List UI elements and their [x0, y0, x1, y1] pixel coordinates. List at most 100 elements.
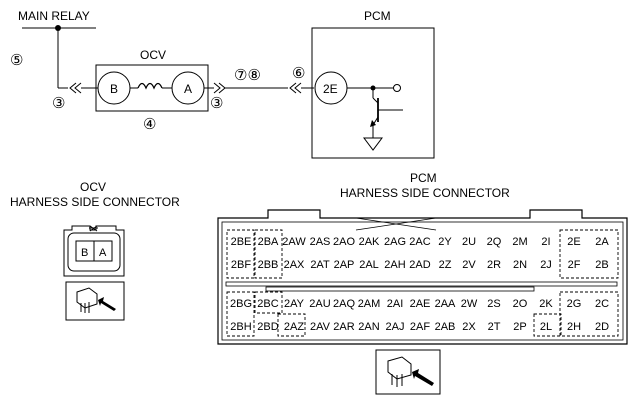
callout-7-8: ⑦⑧	[234, 67, 261, 84]
pin-label: 2X	[462, 321, 476, 333]
pin-label: 2AP	[334, 259, 355, 271]
pin-label: 2BA	[258, 236, 279, 248]
pcm-connector-title-1: PCM	[410, 171, 437, 185]
highlight-2e-2b	[559, 229, 619, 279]
pin-label: 2AM	[358, 298, 381, 310]
pin-label: 2E	[567, 236, 580, 248]
pcm-open-terminal	[393, 84, 401, 92]
pin-label: 2F	[568, 259, 581, 271]
highlight-2l	[533, 313, 562, 337]
highlight-2az	[277, 313, 306, 337]
highlight-2bg-2bh	[226, 291, 255, 337]
pin-label: 2M	[512, 236, 527, 248]
pin-label: 2AV	[310, 321, 331, 333]
connector-chevron-left-icon	[69, 82, 82, 94]
highlight-2be-2bf	[226, 229, 255, 279]
pin-label: 2AO	[333, 236, 355, 248]
ocv-connector-body	[63, 225, 125, 277]
pin-label: 2AJ	[386, 321, 405, 333]
pin-label: 2Y	[438, 236, 452, 248]
pin-label: 2AC	[409, 236, 430, 248]
ocv-connector-title-2: HARNESS SIDE CONNECTOR	[10, 195, 180, 209]
pin-label: 2K	[539, 298, 553, 310]
main-relay-label: MAIN RELAY	[18, 9, 90, 23]
pin-label: 2BF	[231, 259, 251, 271]
pcm-connector-inner	[221, 221, 624, 341]
ocv-terminal-a-label: A	[184, 82, 192, 96]
callout-3-left: ③	[52, 95, 65, 112]
pin-label: 2AZ	[284, 321, 304, 333]
pin-label: 2AR	[333, 321, 354, 333]
pin-label: 2AN	[358, 321, 379, 333]
pin-label: 2L	[540, 321, 552, 333]
transistor-emitter-arrow-icon	[370, 120, 376, 127]
highlight-2ba-2bb	[254, 229, 283, 279]
ocv-label: OCV	[140, 48, 166, 62]
pcm-view-arrow-icon	[412, 369, 434, 386]
pin-label: 2AU	[309, 298, 330, 310]
pin-label: 2D	[595, 321, 609, 333]
pcm-lower-block: 2BG 2BC 2AY 2AU 2AQ 2AM 2AI 2AE 2AA 2W 2…	[230, 298, 609, 333]
ocv-view-connector-icon	[76, 287, 98, 309]
pin-label: 2AY	[284, 298, 305, 310]
pin-label: 2AK	[359, 236, 380, 248]
pin-label: 2H	[567, 321, 581, 333]
ocv-connector-inner	[67, 232, 121, 272]
callout-4: ④	[143, 116, 156, 133]
pin-label: 2N	[513, 259, 527, 271]
pin-label: 2AT	[310, 259, 330, 271]
pin-label: 2AW	[282, 236, 306, 248]
pin-label: 2BD	[257, 321, 278, 333]
ocv-connector-title-1: OCV	[80, 180, 106, 194]
pin-label: 2T	[488, 321, 501, 333]
pin-label: 2BB	[258, 259, 279, 271]
pin-label: 2BH	[230, 321, 251, 333]
pcm-divider-rail	[225, 281, 618, 287]
pin-label: 2AB	[435, 321, 456, 333]
ocv-connector-latch-icon	[89, 225, 98, 232]
ocv-view-wires-icon	[80, 302, 90, 313]
coil-icon	[137, 82, 163, 90]
pin-label: 2I	[541, 236, 550, 248]
pin-label: 2O	[513, 298, 528, 310]
pin-label: 2V	[462, 259, 476, 271]
pcm-connector-chevron-icon	[289, 82, 302, 94]
pin-label: 2W	[461, 298, 478, 310]
pin-label: 2Q	[487, 236, 502, 248]
callout-3-right: ③	[210, 95, 223, 112]
pin-label: 2B	[595, 259, 608, 271]
pcm-latch-line-2	[355, 217, 437, 231]
pin-label: 2G	[567, 298, 582, 310]
pin-label: 2U	[462, 236, 476, 248]
pin-label: 2AX	[284, 259, 305, 271]
ocv-terminal-b-label: B	[110, 82, 118, 96]
pcm-terminal-2e-label: 2E	[323, 82, 338, 96]
pcm-divider-rail-inner	[265, 286, 535, 292]
ocv-view-icon-frame	[65, 281, 125, 321]
pin-label: 2BC	[257, 298, 278, 310]
pin-label: 2J	[540, 259, 552, 271]
ocv-pin-b: B	[81, 247, 88, 259]
pcm-view-wires-icon	[391, 374, 403, 387]
pin-label: 2S	[487, 298, 500, 310]
pin-label: 2AD	[409, 259, 430, 271]
transistor-collector	[372, 97, 379, 104]
pin-label: 2AF	[410, 321, 430, 333]
ocv-view-arrow-icon	[98, 297, 116, 311]
ocv-pin-a: A	[99, 247, 107, 259]
highlight-2g-2d	[559, 291, 619, 337]
pin-label: 2C	[595, 298, 609, 310]
callout-5: ⑤	[10, 52, 23, 69]
highlight-2bc	[254, 291, 283, 314]
pin-label: 2R	[487, 259, 501, 271]
pin-label: 2AL	[359, 259, 379, 271]
pcm-view-connector-icon	[387, 356, 412, 380]
connector-chevron-right-icon	[213, 82, 226, 94]
pcm-upper-block: 2BE 2BA 2AW 2AS 2AO 2AK 2AG 2AC 2Y 2U 2Q…	[231, 236, 610, 271]
pcm-connector-housing	[217, 209, 628, 345]
pin-label: 2AG	[384, 236, 406, 248]
pin-label: 2P	[513, 321, 526, 333]
pin-label: 2BG	[230, 298, 252, 310]
pin-label: 2AS	[310, 236, 331, 248]
